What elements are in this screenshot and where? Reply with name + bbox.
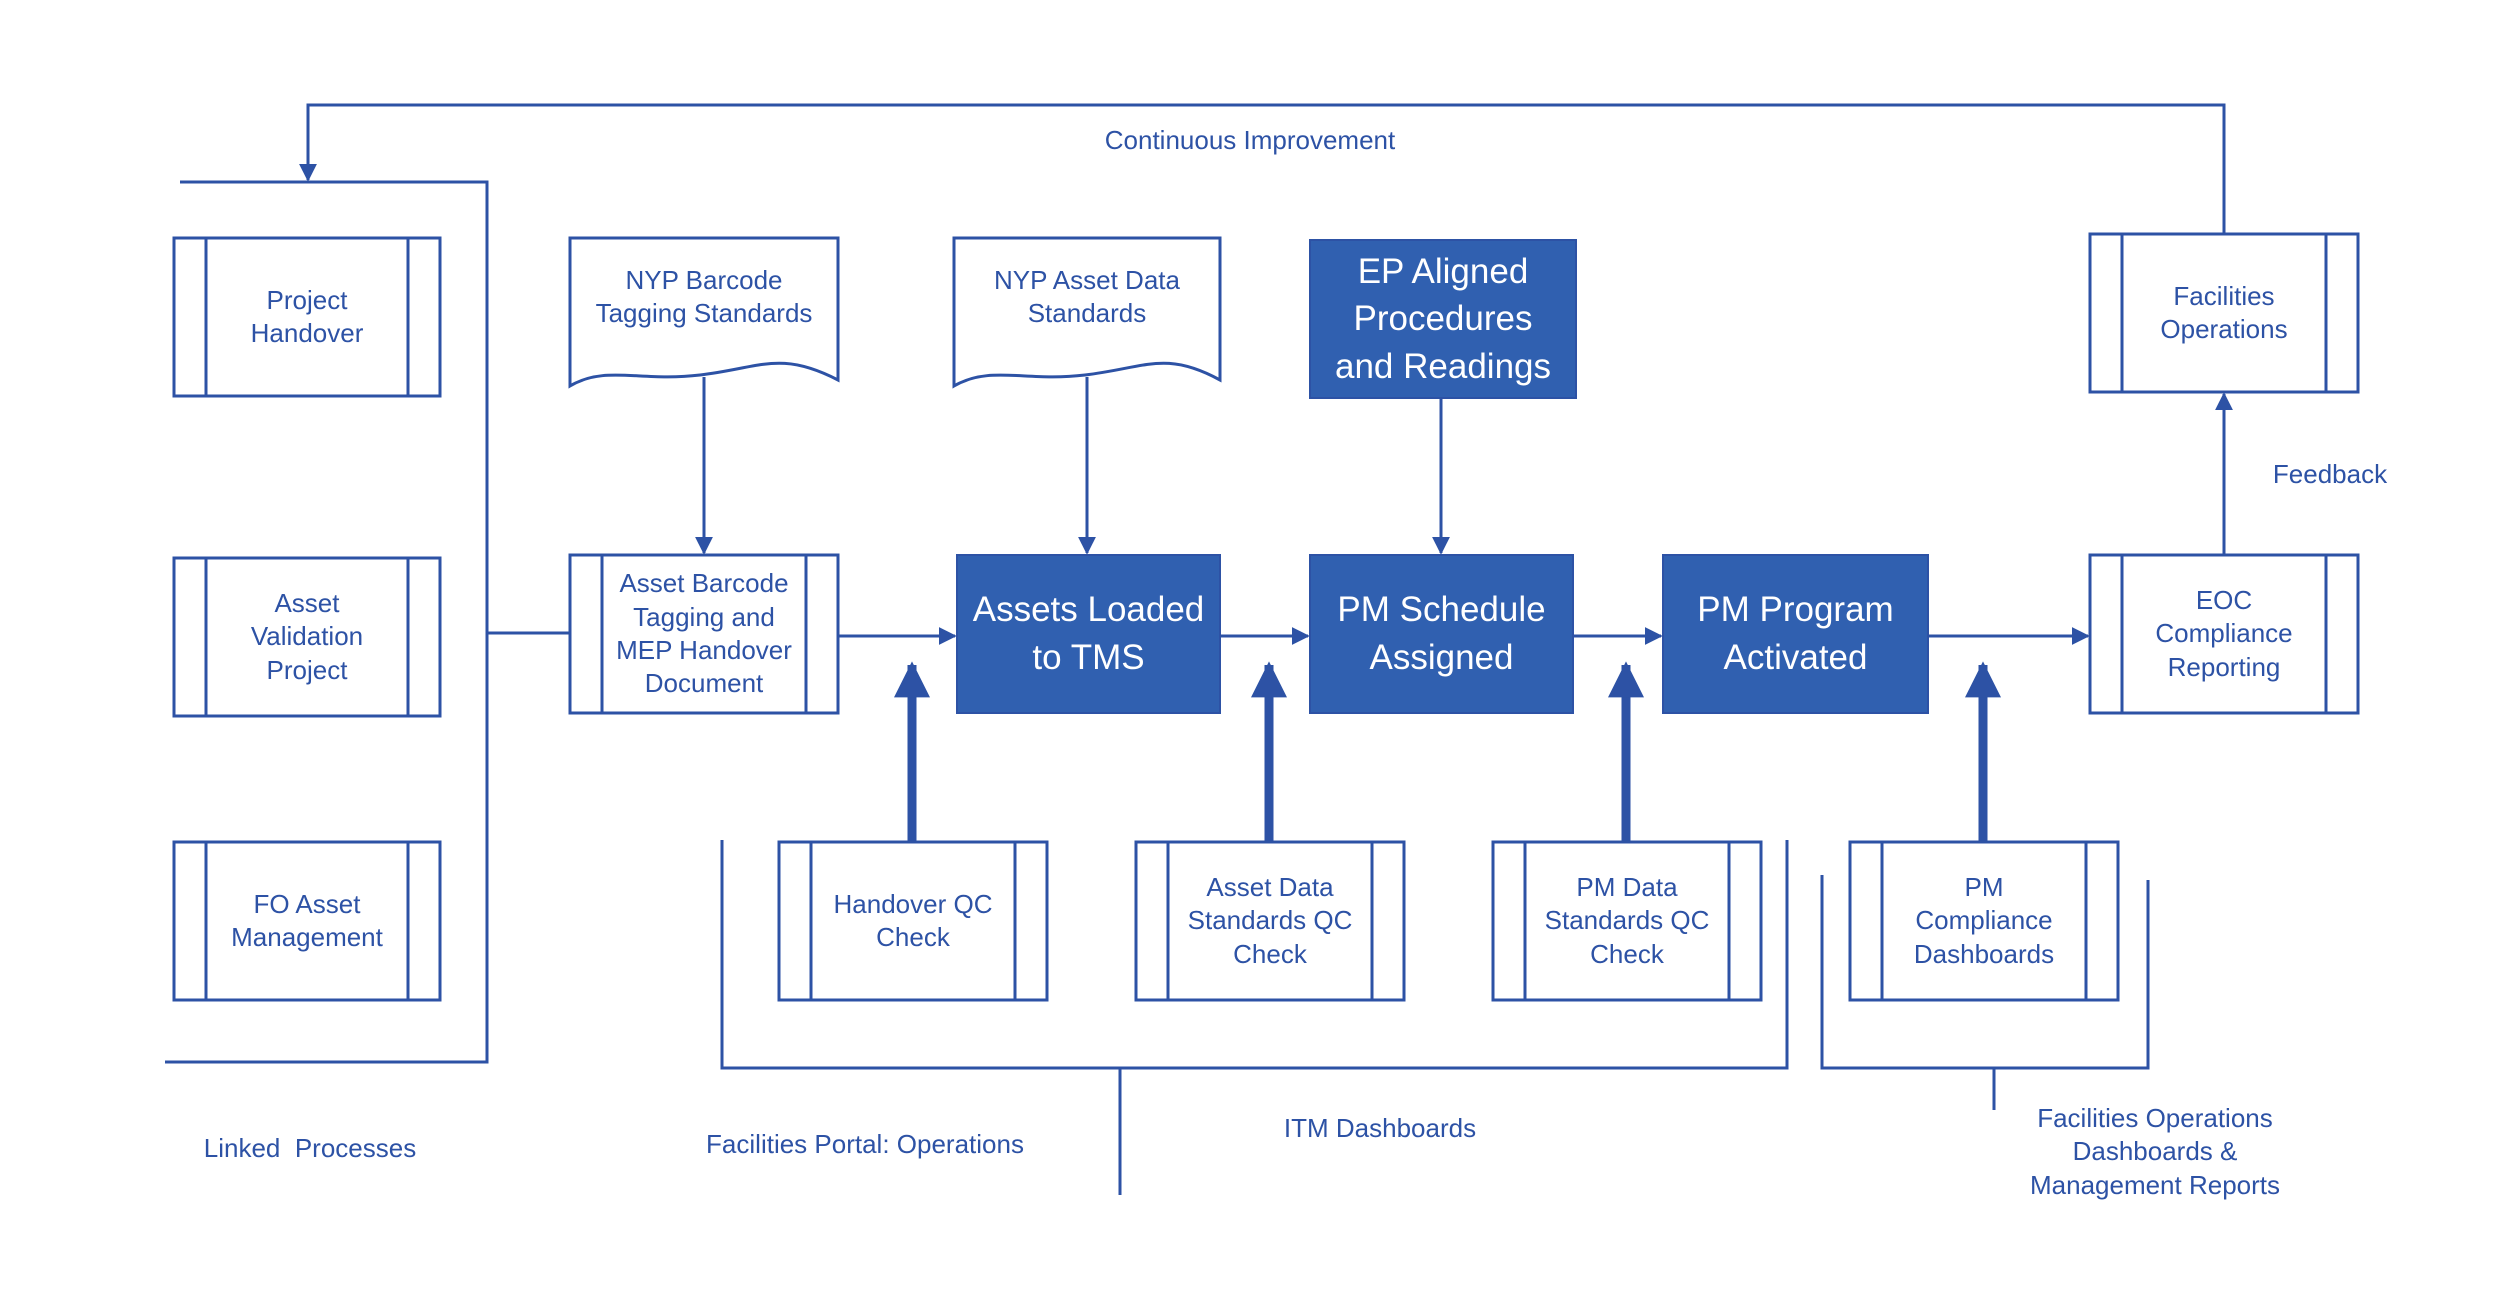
project-handover-label: Project Handover: [250, 284, 364, 348]
eoc-label: EOC Compliance Reporting: [2155, 585, 2293, 682]
asset-data-standards-label: NYP Asset Data Standards: [994, 264, 1180, 328]
asset-data-standards-document: [952, 236, 1222, 389]
pm-schedule-label: PM Schedule Assigned: [1337, 590, 1546, 677]
assets-loaded-label: Assets Loaded to TMS: [972, 590, 1205, 677]
continuous-improvement-loop: [299, 103, 2226, 234]
itm-dashboards-label: ITM Dashboards: [1283, 1113, 1477, 1143]
asset-data-qc-label: Asset Data Standards QC Check: [1187, 872, 1353, 969]
linked-processes-bracket: [165, 180, 489, 1064]
fo-asset-management-label: FO Asset Management: [231, 888, 383, 952]
feedback-label: Feedback: [2272, 459, 2388, 489]
facilities-operations-label: Facilities Operations: [2160, 280, 2288, 344]
pm-schedule-box: [1309, 554, 1574, 714]
pm-program-box: [1662, 554, 1929, 714]
barcode-handover-label: Asset Barcode Tagging and MEP Handover D…: [616, 568, 792, 699]
itm-bracket: [720, 840, 1789, 1070]
project-handover-box: [172, 236, 442, 398]
continuous-improvement-label: Continuous Improvement: [1104, 125, 1396, 155]
fo-dashboards-bracket: [1820, 875, 2150, 1070]
facilities-portal-label: Facilities Portal: Operations: [706, 1129, 1024, 1159]
fo-asset-management-box: [172, 840, 442, 1002]
asset-validation-label: Asset Validation Project: [250, 588, 364, 685]
pm-dashboards-label: PM Compliance Dashboards: [1913, 872, 2055, 969]
linked-processes-label: Linked Processes: [203, 1133, 417, 1163]
barcode-standards-document: [568, 236, 840, 389]
asset-validation-box: [172, 556, 442, 718]
handover-qc-label: Handover QC Check: [833, 888, 993, 952]
fo-dashboards-label: Facilities Operations Dashboards & Manag…: [2029, 1103, 2281, 1200]
pm-data-qc-label: PM Data Standards QC Check: [1544, 872, 1710, 969]
barcode-standards-label: NYP Barcode Tagging Standards: [595, 264, 813, 328]
barcode-handover-box: [568, 553, 840, 715]
pm-program-label: PM Program Activated: [1697, 590, 1894, 677]
ep-procedures-label: EP Aligned Procedures and Readings: [1335, 251, 1551, 386]
ep-procedures-box: [1309, 239, 1577, 399]
assets-loaded-box: [956, 554, 1221, 714]
